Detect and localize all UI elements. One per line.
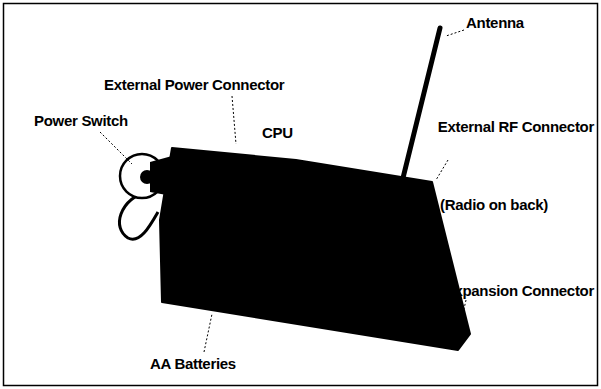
leader-lines [100, 30, 466, 352]
mote-body [160, 148, 470, 350]
power-switch-knob [140, 170, 154, 184]
part-label: CPU [262, 124, 293, 141]
leader-line [204, 314, 212, 352]
leader-line [232, 96, 236, 144]
callout-label: Expansion Connector [445, 282, 594, 299]
leader-line [462, 300, 466, 318]
frame [4, 4, 598, 386]
leader-line [100, 132, 132, 164]
callout-label: Power Switch [34, 112, 128, 129]
leader-line [446, 30, 464, 36]
callout-label: (Radio on back) [440, 196, 548, 213]
callout-label: Antenna [466, 14, 524, 31]
leader-line [436, 160, 448, 180]
callout-label: External RF Connector [438, 118, 594, 135]
antenna-symbol [402, 28, 440, 182]
callout-label: AA Batteries [150, 355, 236, 372]
callout-label: External Power Connector [104, 76, 284, 93]
